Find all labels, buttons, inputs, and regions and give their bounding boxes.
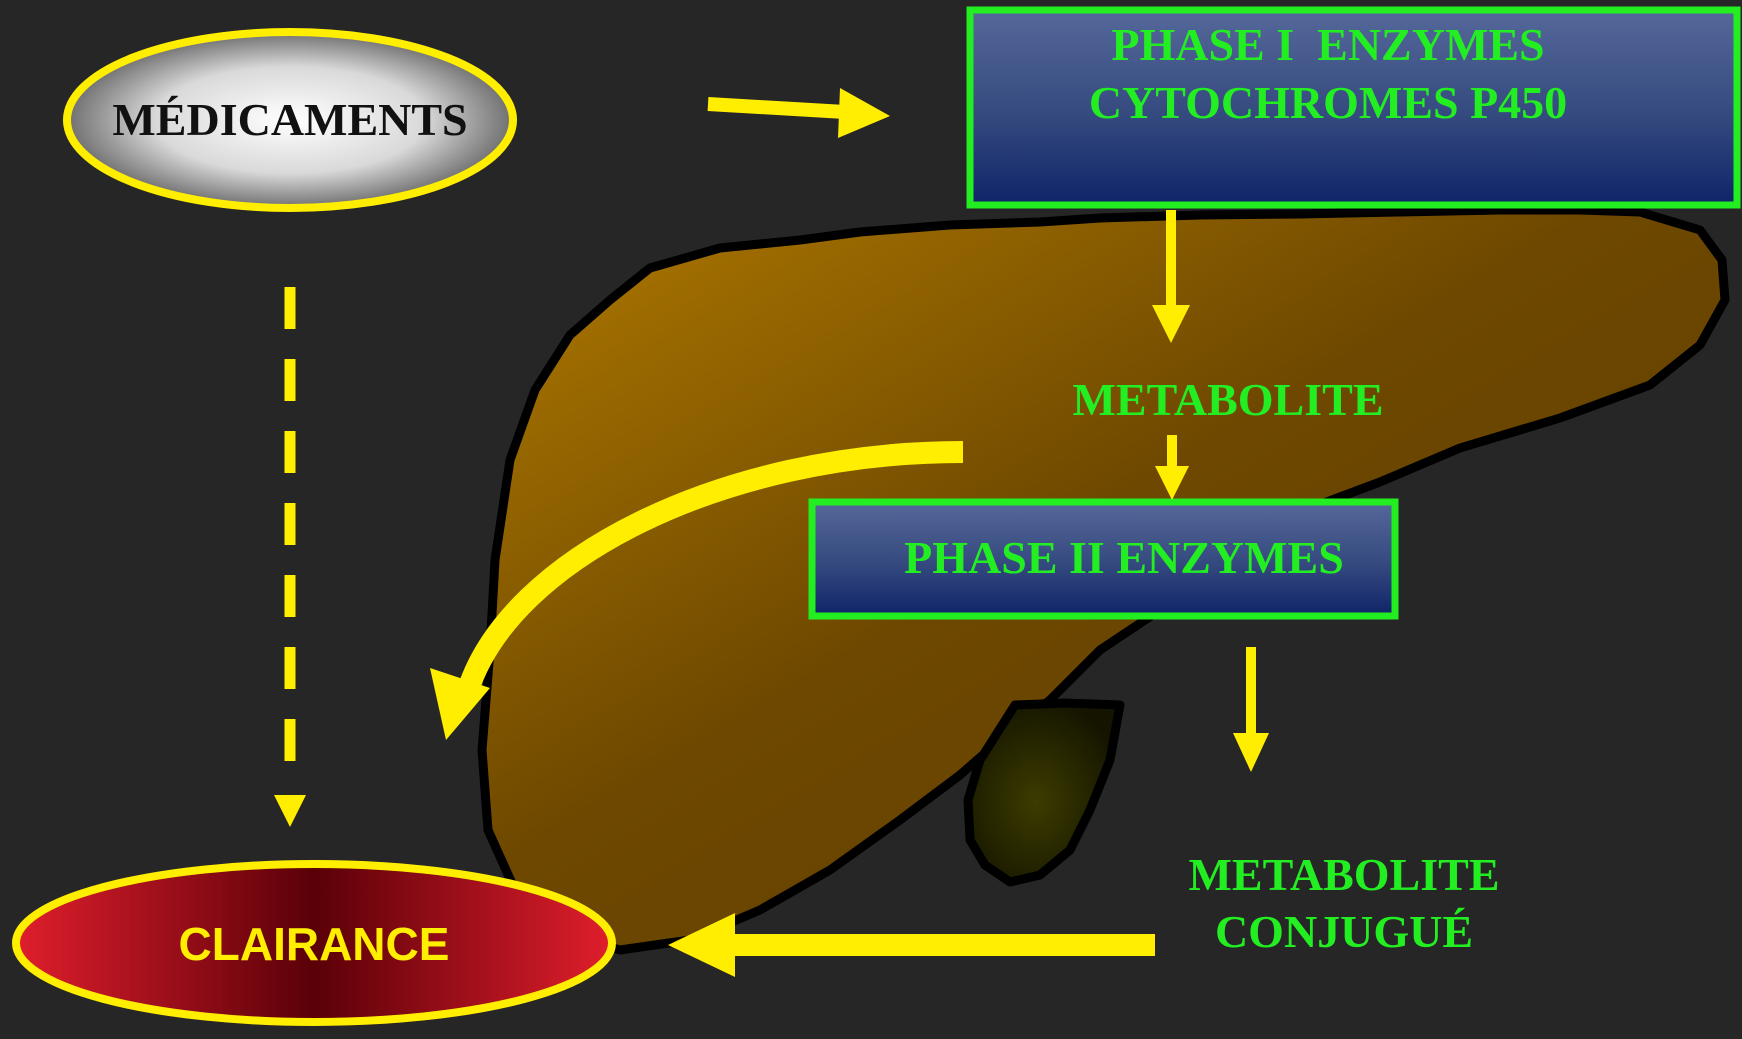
phase1-subtitle: CYTOCHROMES P450: [1089, 77, 1567, 128]
arrow-medicaments-to-clairance-dashed: [274, 287, 306, 827]
metabolite-label: METABOLITE: [1073, 374, 1384, 425]
medicaments-label: MÉDICAMENTS: [112, 94, 467, 145]
phase2-title: PHASE II ENZYMES: [904, 532, 1344, 583]
arrow-medicaments-to-phase1: [708, 88, 890, 138]
clairance-label: CLAIRANCE: [179, 918, 450, 970]
phase1-title: PHASE I ENZYMES: [1111, 19, 1544, 70]
arrow-phase2-to-conjugue: [1233, 647, 1269, 772]
metabolite-conjugue-label: METABOLITE: [1189, 849, 1500, 900]
metabolite-conjugue-label-2: CONJUGUÉ: [1215, 906, 1473, 957]
